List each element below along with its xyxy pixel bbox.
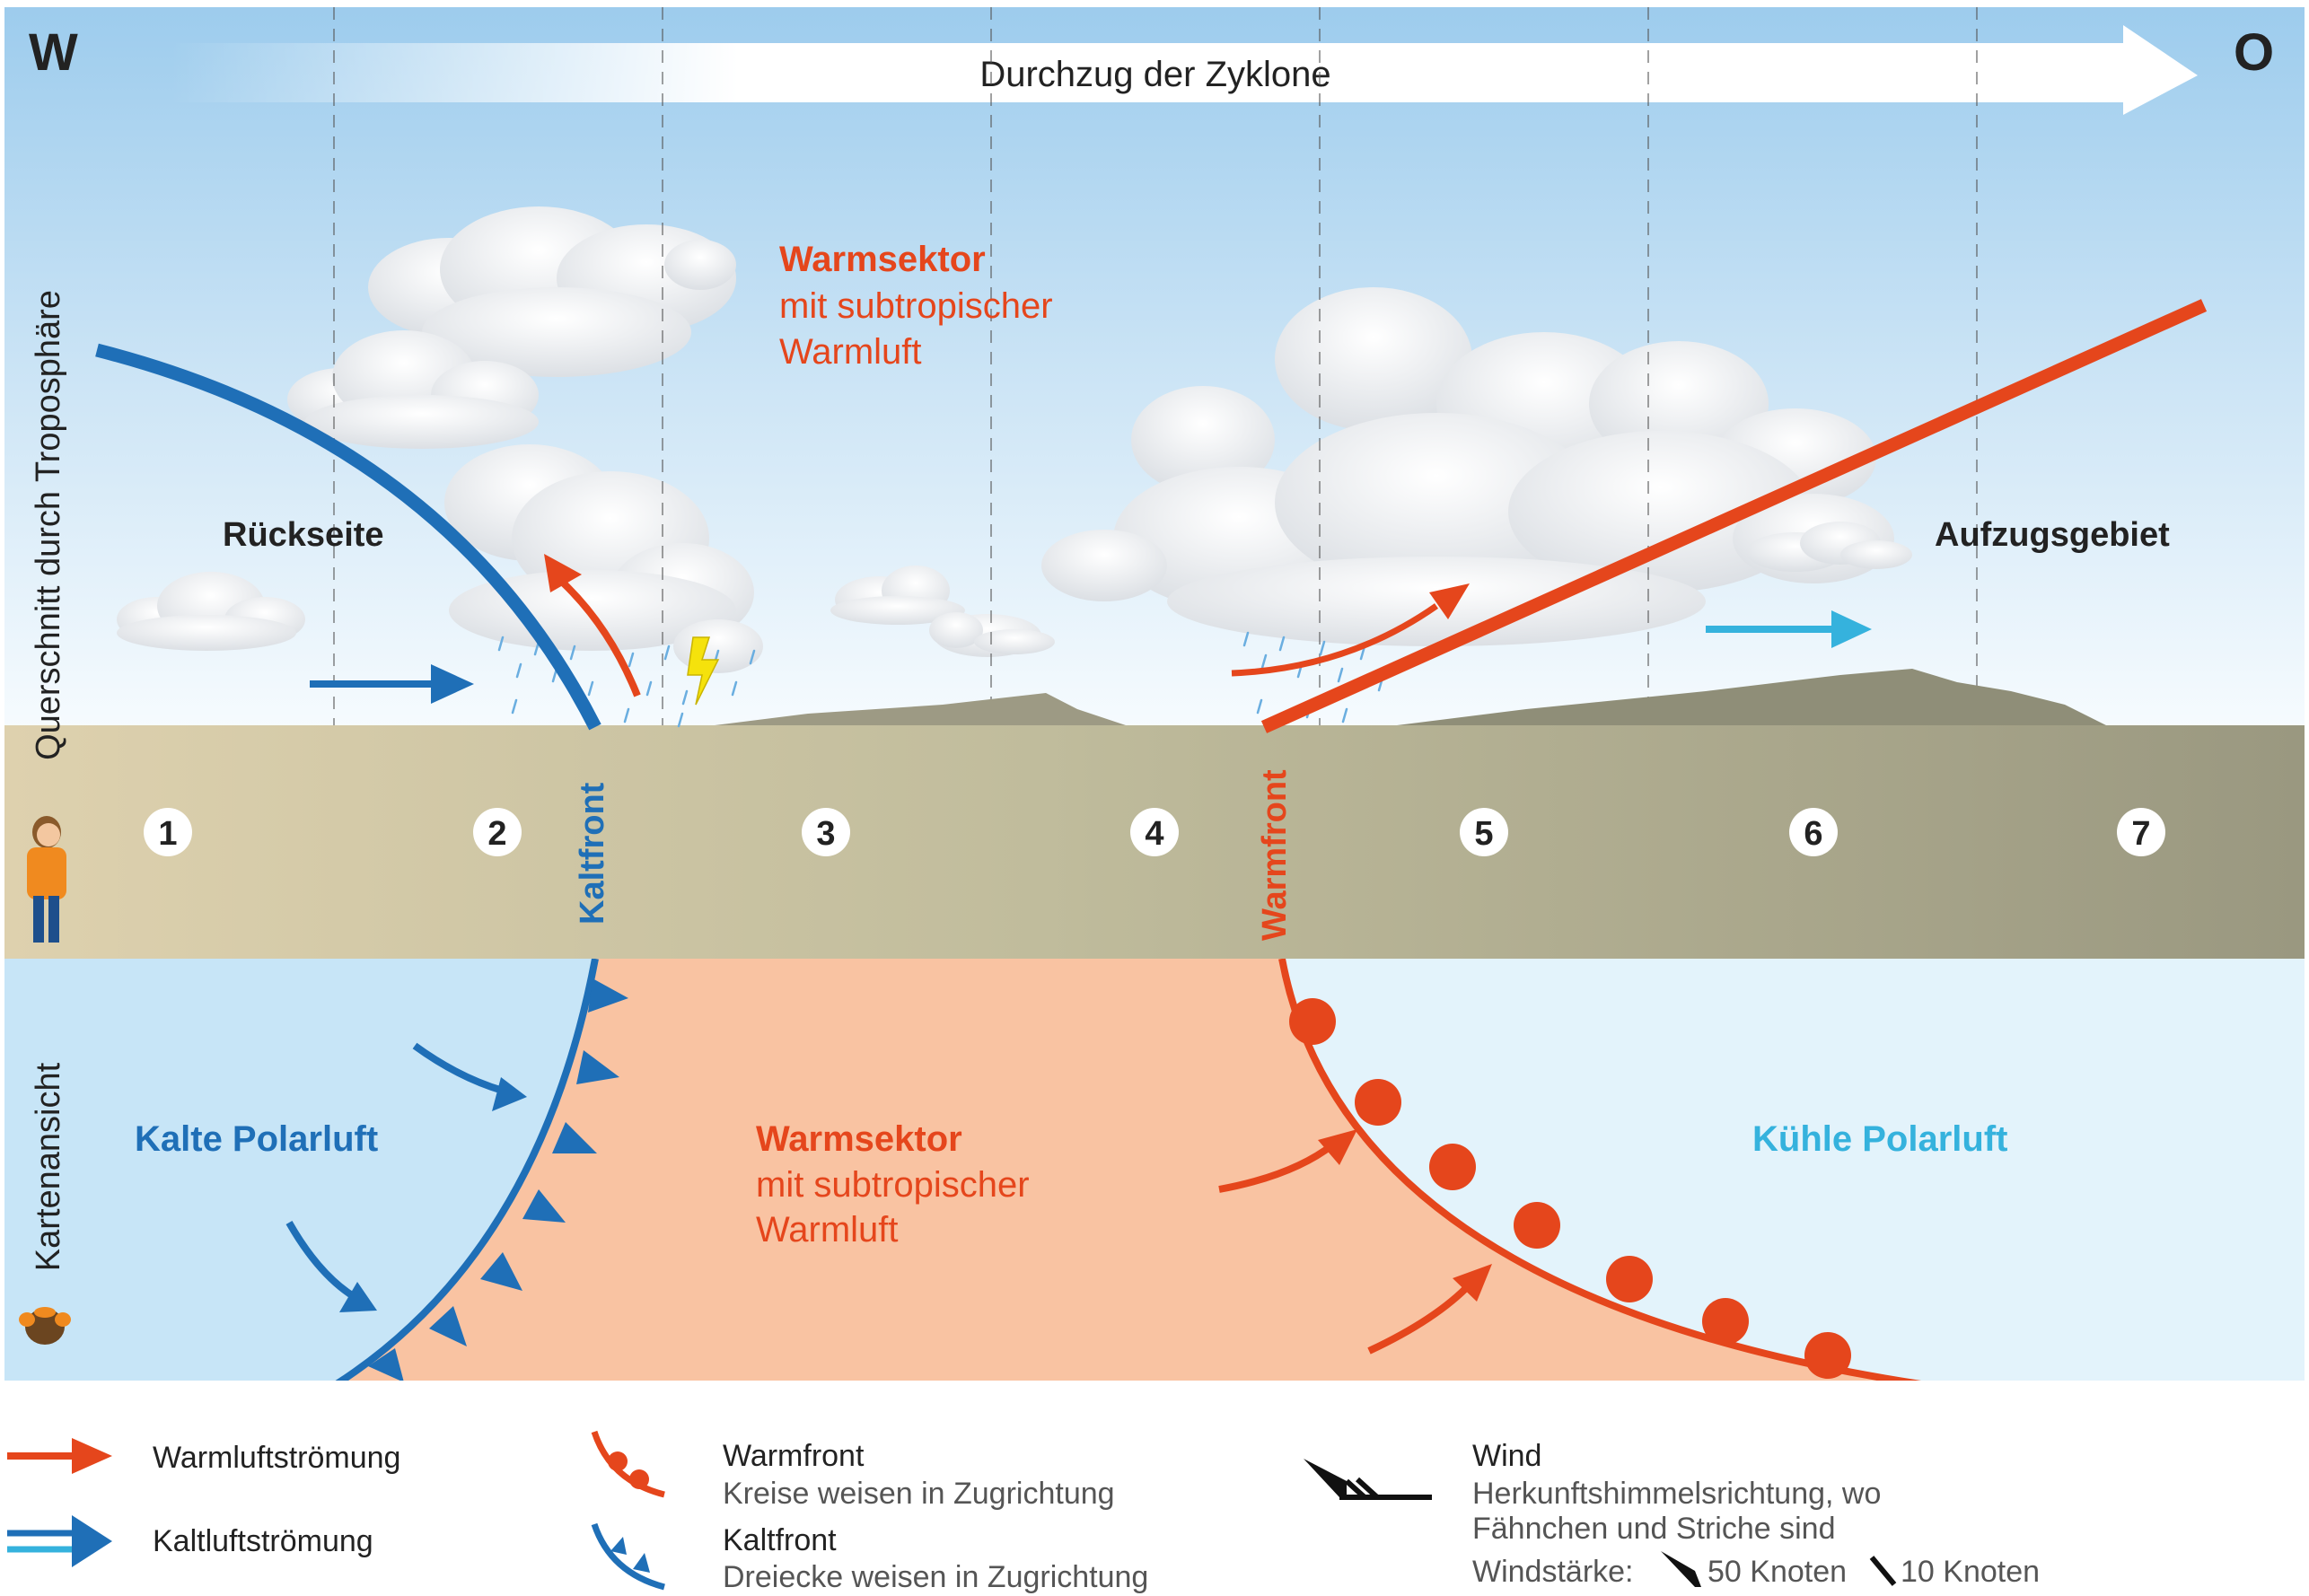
- svg-text:Warmsektor: Warmsektor: [756, 1119, 962, 1159]
- cold-air-flow-arrow: [412, 1042, 527, 1111]
- cold-polar-air-label: Kalte Polarluft: [135, 1119, 378, 1159]
- cold-air-flow-arrow: [285, 1221, 377, 1312]
- legend-warm-flow-label: Warmluftströmung: [153, 1441, 400, 1475]
- warm-front-map-line: [1278, 959, 1922, 1381]
- cross-section-side-label: Querschnitt durch Troposphäre: [30, 290, 67, 760]
- legend-warm-flow-arrow: [7, 1438, 112, 1474]
- person-icon: [27, 816, 66, 943]
- cloud-icon: [287, 330, 539, 449]
- station-marker: 7: [2117, 808, 2165, 856]
- svg-text:Warmluft: Warmluft: [779, 332, 922, 372]
- legend-wind-10-label: 10 Knoten: [1901, 1555, 2040, 1589]
- svg-text:mit subtropischer: mit subtropischer: [756, 1165, 1030, 1205]
- cool-polar-air-label: Kühle Polarluft: [1752, 1119, 2007, 1159]
- warm-front-semicircles: [1289, 998, 1851, 1379]
- cold-front-label: Kaltfront: [574, 782, 611, 925]
- rear-side-label: Rückseite: [223, 516, 384, 554]
- legend-cold-front-desc: Dreiecke weisen in Zugrichtung: [723, 1560, 1148, 1594]
- cloud-icon: [830, 566, 965, 625]
- svg-text:5: 5: [1474, 815, 1493, 853]
- cold-front-triangles: [368, 978, 628, 1381]
- wind-barb-icon: [1304, 1459, 1432, 1500]
- legend: Warmluftströmung Kaltluftströmung Warmfr…: [7, 1430, 2040, 1594]
- station-marker: 2: [473, 808, 522, 856]
- warm-air-flow-arrow: [1231, 583, 1470, 677]
- legend-cold-flow-arrow: [7, 1515, 112, 1567]
- legend-wind-title: Wind: [1472, 1439, 1541, 1473]
- svg-text:Warmsektor: Warmsektor: [779, 240, 986, 279]
- svg-text:Warmluft: Warmluft: [756, 1210, 899, 1250]
- cold-air-flow-arrow: [310, 664, 474, 704]
- wind-50-knots-icon: [1661, 1551, 1701, 1587]
- warm-front-line: [1260, 299, 2208, 733]
- cold-front-line: [95, 343, 601, 731]
- station-marker: 4: [1130, 808, 1179, 856]
- warm-air-rising-arrow: [544, 554, 641, 697]
- warm-air-flow-arrow: [1218, 1129, 1357, 1193]
- warm-air-flow-arrow: [1367, 1264, 1492, 1355]
- legend-wind-50-label: 50 Knoten: [1708, 1555, 1847, 1589]
- map-view-side-label: Kartenansicht: [30, 1062, 67, 1271]
- compass-west: W: [29, 23, 78, 82]
- station-marker: 6: [1789, 808, 1838, 856]
- ascent-area-label: Aufzugsgebiet: [1935, 516, 2170, 554]
- cool-air-flow-arrow: [1706, 610, 1872, 648]
- legend-wind-strength-label: Windstärke:: [1472, 1555, 1634, 1589]
- svg-text:4: 4: [1145, 815, 1163, 853]
- rain-icon: [497, 636, 756, 728]
- warm-sector-label: Warmsektor mit subtropischer Warmluft: [779, 240, 1053, 372]
- warm-front-label: Warmfront: [1256, 769, 1294, 941]
- observer-head-icon: [19, 1307, 71, 1345]
- map-view: [4, 959, 2305, 1381]
- svg-text:mit subtropischer: mit subtropischer: [779, 286, 1053, 326]
- station-marker: 1: [144, 808, 192, 856]
- cloud-icon: [368, 206, 736, 377]
- legend-cold-front-title: Kaltfront: [723, 1523, 837, 1557]
- map-warm-sector-label: Warmsektor mit subtropischer Warmluft: [756, 1119, 1030, 1250]
- legend-warm-front-title: Warmfront: [723, 1439, 865, 1473]
- legend-cold-front-symbol: [591, 1522, 665, 1591]
- legend-warm-front-symbol: [591, 1430, 665, 1498]
- warm-sector-region: [341, 959, 1899, 1381]
- svg-text:2: 2: [487, 815, 506, 853]
- legend-wind-desc-2: Fähnchen und Striche sind: [1472, 1512, 1835, 1546]
- cloud-icon: [117, 572, 305, 651]
- hill: [700, 693, 1131, 727]
- station-marker: 5: [1460, 808, 1508, 856]
- banner-title: Durchzug der Zyklone: [979, 55, 1330, 94]
- cyclone-direction-arrow: [171, 25, 2198, 115]
- legend-wind-desc-1: Herkunftshimmelsrichtung, wo: [1472, 1477, 1881, 1511]
- hill: [1383, 669, 2110, 727]
- station-marker: 3: [802, 808, 850, 856]
- cold-front-map-line: [335, 959, 599, 1381]
- lightning-bolt-icon: [687, 636, 720, 706]
- sector-dividers: [333, 7, 1978, 959]
- svg-text:6: 6: [1804, 815, 1822, 853]
- wind-10-knots-icon: [1869, 1556, 1897, 1586]
- cloud-icon: [1746, 522, 1912, 572]
- legend-warm-front-desc: Kreise weisen in Zugrichtung: [723, 1477, 1115, 1511]
- station-markers: 1 2 3 4 5 6 7: [144, 808, 2165, 856]
- svg-text:1: 1: [158, 815, 177, 853]
- legend-cold-flow-label: Kaltluftströmung: [153, 1524, 373, 1558]
- svg-text:3: 3: [816, 815, 835, 853]
- cloud-icon: [929, 612, 1055, 657]
- svg-text:7: 7: [2131, 815, 2150, 853]
- compass-east: O: [2234, 23, 2274, 82]
